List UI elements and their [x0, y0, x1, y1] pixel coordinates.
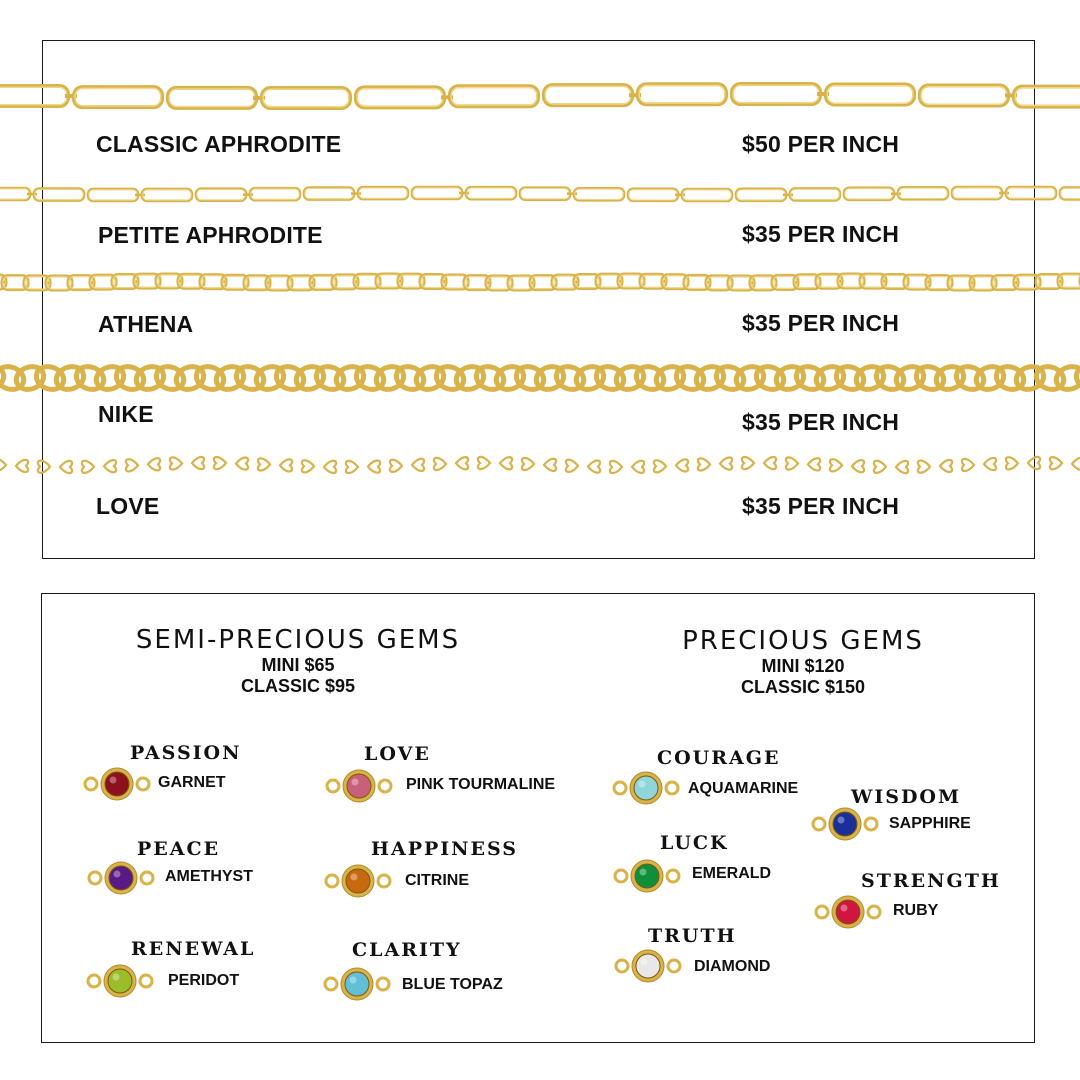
- chain-image-classic-aphrodite: [0, 78, 1080, 114]
- chain-name-love: LOVE: [96, 493, 160, 519]
- virtue-luck: LUCK: [660, 832, 729, 854]
- gem-charm-citrine: [323, 864, 393, 898]
- virtue-peace: PEACE: [137, 838, 221, 860]
- stone-garnet: GARNET: [158, 774, 226, 791]
- stone-pink-tourmaline: PINK TOURMALINE: [406, 776, 556, 793]
- gem-charm-blue-topaz: [322, 967, 392, 1001]
- chain-price-classic-aphrodite: $50 PER INCH: [742, 131, 900, 157]
- chain-price-nike: $35 PER INCH: [742, 409, 900, 435]
- gem-charm-peridot: [85, 964, 155, 998]
- virtue-courage: COURAGE: [657, 747, 781, 769]
- gem-charm-garnet: [82, 767, 152, 801]
- gem-charm-amethyst: [86, 861, 156, 895]
- stone-blue-topaz: BLUE TOPAZ: [402, 976, 503, 993]
- virtue-truth: TRUTH: [648, 925, 737, 947]
- chain-image-petite-aphrodite: [0, 181, 1080, 207]
- chain-name-petite-aphrodite: PETITE APHRODITE: [98, 222, 323, 248]
- semi-precious-heading: SEMI-PRECIOUS GEMS MINI $65 CLASSIC $95: [128, 627, 468, 695]
- stone-ruby: RUBY: [893, 902, 939, 919]
- virtue-passion: PASSION: [130, 742, 242, 764]
- chain-price-love: $35 PER INCH: [742, 493, 900, 519]
- chain-image-athena: [0, 268, 1080, 296]
- stone-amethyst: AMETHYST: [165, 868, 253, 885]
- chain-name-nike: NIKE: [98, 401, 154, 427]
- stone-diamond: DIAMOND: [694, 958, 771, 975]
- gem-charm-emerald: [612, 859, 682, 893]
- gem-charm-diamond: [613, 949, 683, 983]
- precious-classic-price: CLASSIC $150: [740, 677, 866, 697]
- precious-mini-price: MINI $120: [761, 656, 845, 676]
- chain-price-athena: $35 PER INCH: [742, 310, 900, 336]
- gem-charm-aquamarine: [611, 771, 681, 805]
- chain-name-athena: ATHENA: [98, 311, 194, 337]
- precious-heading: PRECIOUS GEMS MINI $120 CLASSIC $150: [663, 628, 943, 696]
- stone-citrine: CITRINE: [405, 872, 469, 889]
- gems-panel: [41, 593, 1035, 1043]
- semi-precious-mini-price: MINI $65: [261, 655, 335, 675]
- virtue-strength: STRENGTH: [861, 870, 1001, 892]
- virtue-renewal: RENEWAL: [131, 938, 256, 960]
- virtue-love: LOVE: [364, 743, 431, 765]
- precious-title: PRECIOUS GEMS: [682, 626, 924, 656]
- gem-charm-sapphire: [810, 807, 880, 841]
- stone-aquamarine: AQUAMARINE: [688, 780, 799, 797]
- gem-charm-ruby: [813, 895, 883, 929]
- chains-panel: [42, 40, 1035, 559]
- semi-precious-classic-price: CLASSIC $95: [240, 676, 356, 696]
- stone-emerald: EMERALD: [692, 865, 772, 882]
- gem-charm-pink-tourmaline: [324, 769, 394, 803]
- stone-sapphire: SAPPHIRE: [889, 815, 971, 832]
- chain-image-love: [0, 450, 1080, 480]
- stone-peridot: PERIDOT: [168, 972, 240, 989]
- chain-name-classic-aphrodite: CLASSIC APHRODITE: [96, 131, 342, 157]
- chain-image-nike: [0, 362, 1080, 394]
- virtue-clarity: CLARITY: [352, 939, 462, 961]
- virtue-wisdom: WISDOM: [851, 786, 962, 808]
- virtue-happiness: HAPPINESS: [371, 838, 519, 860]
- semi-precious-title: SEMI-PRECIOUS GEMS: [135, 625, 461, 655]
- chain-price-petite-aphrodite: $35 PER INCH: [742, 221, 900, 247]
